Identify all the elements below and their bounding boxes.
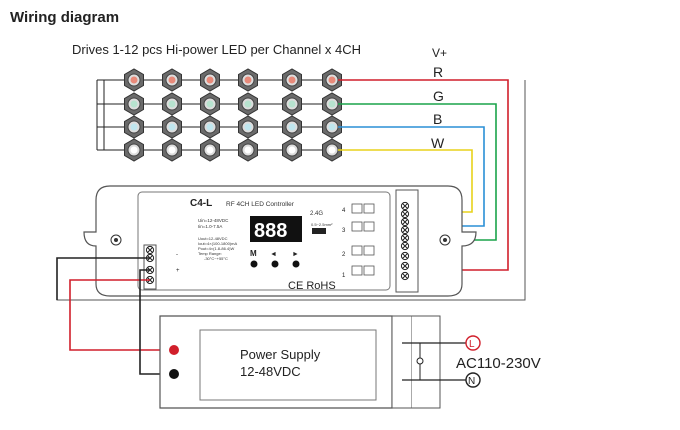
channel-label-vplus: V+ (432, 46, 447, 60)
power-wires (56, 257, 172, 375)
led-chip (162, 138, 182, 162)
input-minus-label: - (176, 252, 178, 258)
led-display (250, 216, 302, 242)
input-plus-label: + (176, 268, 180, 274)
negative-supply-wire (139, 269, 172, 375)
led-chip (200, 115, 220, 139)
led-chip (238, 138, 258, 162)
controller-desc: RF 4CH LED Controller (226, 201, 295, 208)
neutral-terminal-icon (465, 372, 481, 388)
negative-wire (56, 257, 150, 300)
led-chip (200, 138, 220, 162)
wire-spec: 0.5~2.5mm² (311, 222, 333, 227)
led-chip (124, 115, 144, 139)
line-terminal-icon (465, 335, 481, 351)
controller-rating-2: Pout=4×(1.8-86.4)W (198, 246, 234, 251)
ps-negative-terminal (169, 369, 179, 379)
controller-model: C4-L (190, 198, 212, 209)
led-chip (322, 68, 342, 92)
led-chip (238, 92, 258, 116)
channel-label-r: R (433, 64, 443, 80)
controller-rating-0: Uout=12-48VDC (198, 236, 228, 241)
channel-label-g: G (433, 88, 444, 104)
led-chip (238, 115, 258, 139)
diagram-subtitle: Drives 1-12 pcs Hi-power LED per Channel… (72, 42, 361, 57)
button-right-label: ► (292, 251, 299, 258)
controller-rating-3: Temp Range: (198, 251, 222, 256)
led-chip (124, 138, 144, 162)
controller: C4-L RF 4CH LED Controller Uin=12-48VDC … (83, 185, 477, 297)
cert-label: CE RoHS (288, 280, 336, 292)
led-display-text: 888 (254, 220, 287, 242)
ps-voltage: 12-48VDC (240, 364, 301, 379)
led-chip (162, 68, 182, 92)
diagram-title: Wiring diagram (10, 9, 119, 26)
led-chip (238, 68, 258, 92)
positive-wire (69, 279, 172, 351)
led-grid (124, 68, 342, 162)
output-ch4-label: 4 (342, 208, 346, 214)
wire-gauge-icon (312, 228, 326, 234)
led-chip (282, 92, 302, 116)
led-chip (162, 92, 182, 116)
led-chip (282, 115, 302, 139)
button-m-label: M (250, 249, 257, 258)
channel-label-w: W (431, 135, 445, 151)
controller-rating-4: -30°C~+55°C (204, 256, 228, 261)
output-ch3-label: 3 (342, 228, 346, 234)
controller-uin: Uin=12-48VDC (198, 218, 229, 223)
led-chip (200, 92, 220, 116)
button-m[interactable] (250, 260, 258, 268)
line-label: L (469, 339, 475, 350)
output-ch1-label: 1 (342, 273, 346, 279)
ps-title: Power Supply (240, 347, 321, 362)
led-chip (282, 138, 302, 162)
output-ch2-label: 2 (342, 252, 346, 258)
led-chip (322, 115, 342, 139)
led-chip (124, 68, 144, 92)
ac-voltage-label: AC110-230V (456, 355, 541, 372)
neutral-label: N (468, 376, 475, 387)
power-supply: Power Supply 12-48VDC (159, 315, 441, 409)
button-right[interactable] (292, 260, 300, 268)
controller-rating-1: Iout=4×(100-1800)mA (198, 241, 237, 246)
led-chip (322, 92, 342, 116)
rf-freq: 2.4G (310, 211, 323, 217)
ps-positive-terminal (169, 345, 179, 355)
channel-label-b: B (433, 111, 442, 127)
ac-input: L N AC110-230V (402, 335, 541, 388)
led-chip (124, 92, 144, 116)
led-chip (162, 115, 182, 139)
led-chip (282, 68, 302, 92)
controller-iin: Iin=1.0-7.5A (198, 224, 222, 229)
led-chip (200, 68, 220, 92)
button-left-label: ◄ (270, 251, 277, 258)
button-left[interactable] (271, 260, 279, 268)
